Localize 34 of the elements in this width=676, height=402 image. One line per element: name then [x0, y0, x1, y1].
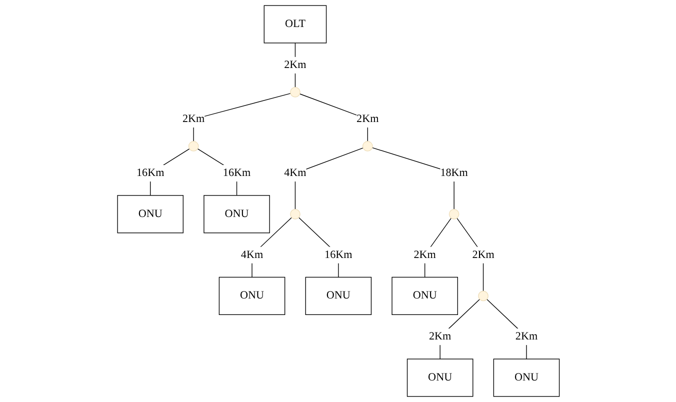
node-box: ONU	[406, 358, 473, 397]
node-box: ONU	[304, 276, 372, 315]
edge-label: 2Km	[472, 248, 494, 261]
node-circle	[362, 141, 372, 152]
node-circle	[448, 208, 459, 220]
edge-label: 2Km	[514, 330, 538, 342]
connector	[456, 218, 484, 292]
node-circle	[290, 208, 300, 220]
node-circle	[478, 290, 488, 302]
edge-label: 18Km	[440, 167, 468, 179]
edge-label: 2Km	[356, 112, 378, 125]
edge-label: 4Km	[240, 248, 263, 261]
connector	[294, 148, 364, 210]
connector	[439, 298, 480, 360]
connector	[424, 218, 452, 278]
edge-label: 2Km	[182, 112, 204, 125]
edge-label: 2Km	[284, 58, 306, 71]
node-box: ONU	[492, 358, 560, 397]
edge-label: 16Km	[136, 167, 164, 179]
edge-label: 16Km	[324, 248, 352, 261]
edge-label: 2Km	[428, 330, 451, 342]
node-circle	[188, 141, 198, 152]
connector	[251, 217, 292, 278]
connector	[486, 298, 526, 360]
node-box: ONU	[218, 276, 285, 315]
edge-label: 2Km	[413, 248, 436, 261]
node-box: ONU	[391, 276, 458, 315]
connector	[192, 93, 290, 142]
node-circle	[290, 86, 300, 98]
edge-label: 16Km	[222, 167, 250, 179]
edge-label: 4Km	[284, 167, 306, 179]
node-box: ONU	[203, 195, 270, 234]
node-box: ONU	[116, 195, 184, 234]
node-box: OLT	[263, 5, 326, 44]
